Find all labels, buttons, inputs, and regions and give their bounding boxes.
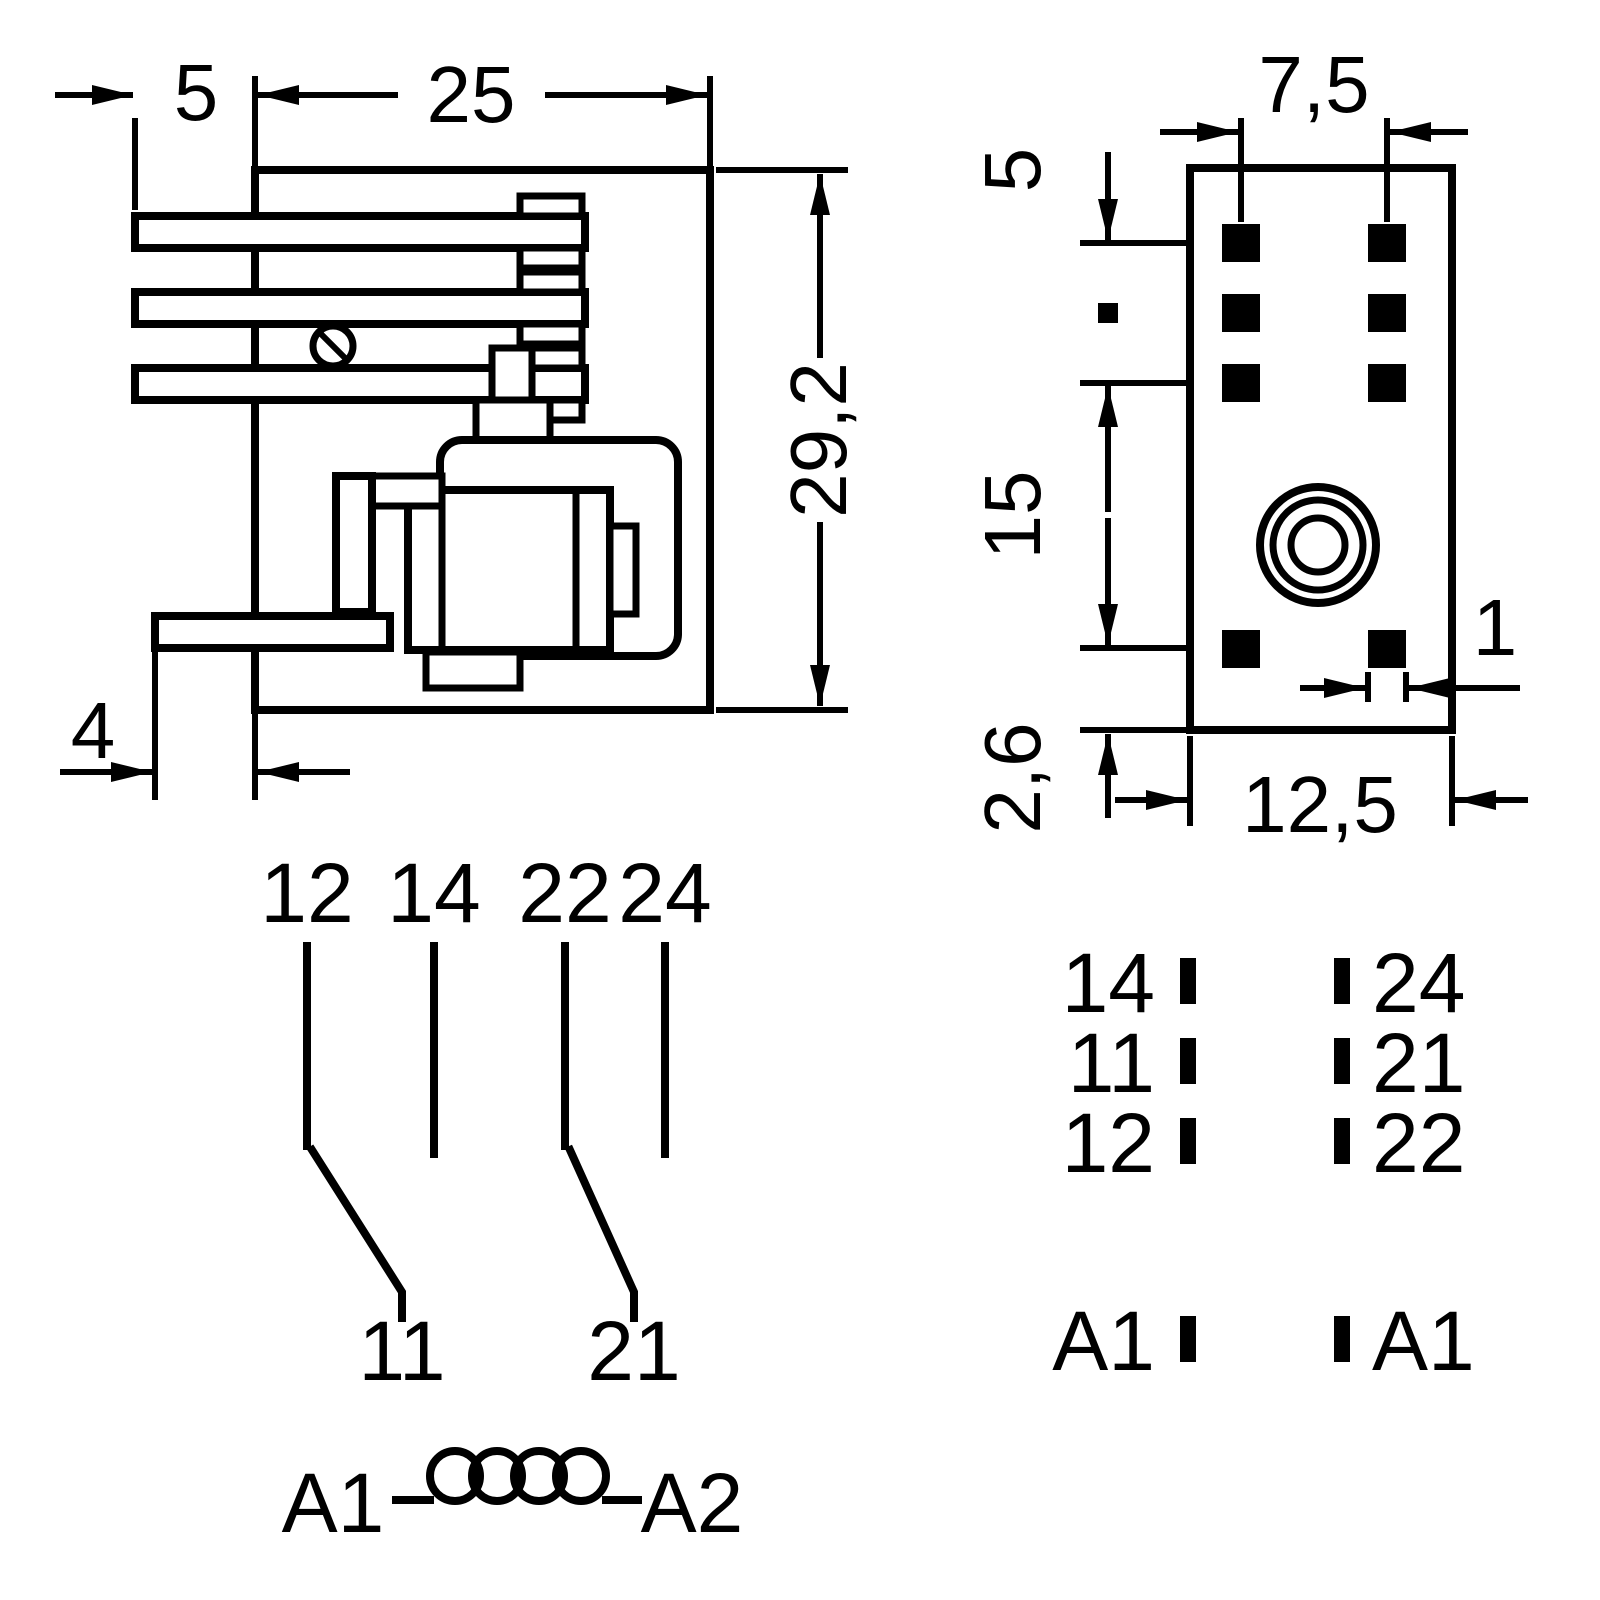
terminal-pin-1	[131, 212, 589, 252]
hole-ring-inner	[1287, 514, 1349, 576]
dim-label-footprint-width: 12,5	[1242, 760, 1398, 849]
terminal-label-11: 11	[358, 1304, 445, 1398]
pinout-left-a1: A1	[1052, 1294, 1155, 1388]
pin-mark	[1180, 1316, 1196, 1362]
pin-pad	[1368, 294, 1406, 332]
pin-pad	[1222, 224, 1260, 262]
bottom-view-dimensions: 7,5 5 15 2,6 12,5 1	[968, 40, 1528, 849]
dim-label-top-pin-offset: 5	[968, 148, 1057, 193]
dim-label-pin-protrusion-bottom: 4	[71, 686, 116, 775]
pin-pad	[1368, 224, 1406, 262]
dim-label-pin-column-spacing: 7,5	[1258, 40, 1369, 129]
pin-pad	[1368, 630, 1406, 668]
terminal-label-22: 22	[518, 846, 611, 940]
relay-side-view	[131, 166, 714, 714]
core-end	[606, 522, 640, 618]
contact-blade-1	[306, 1144, 406, 1322]
terminal-pin-2	[131, 288, 589, 328]
pinout-right-24: 24	[1372, 936, 1465, 1030]
pin-mark	[1334, 958, 1350, 1004]
coil-label-a1: A1	[282, 1456, 385, 1550]
pinout-right-22: 22	[1372, 1096, 1465, 1190]
pin-mark	[1334, 1038, 1350, 1084]
pin-mark	[1180, 1038, 1196, 1084]
coil-label-a2: A2	[641, 1456, 744, 1550]
terminal-label-12: 12	[260, 846, 353, 940]
coil-body	[404, 486, 614, 654]
dim-label-bottom-pin-offset: 2,6	[968, 722, 1057, 833]
pin-designation: 14 24 11 21 12 22 A1 A1	[1052, 936, 1475, 1388]
clamp-block	[516, 320, 586, 348]
dim-label-pin-width: 1	[1473, 583, 1518, 672]
pin-mark	[1180, 1118, 1196, 1164]
pinout-left-11: 11	[1068, 1016, 1155, 1110]
armature	[332, 472, 376, 616]
pinout-right-21: 21	[1372, 1016, 1465, 1110]
coil-symbol: A1 A2	[282, 1447, 744, 1550]
pinout-left-12: 12	[1062, 1096, 1155, 1190]
pin-pad	[1222, 294, 1260, 332]
relay-bottom-view	[1186, 164, 1456, 734]
armature-link	[368, 472, 446, 510]
contact-pusher-upper	[488, 344, 536, 406]
dim-tick	[1098, 303, 1118, 323]
coil-loop	[510, 1447, 568, 1505]
contact-blade-2	[564, 1144, 638, 1322]
dim-label-body-width: 25	[427, 50, 516, 139]
pin-mark	[1334, 1316, 1350, 1362]
pin-pad	[1222, 630, 1260, 668]
solder-pins	[1222, 224, 1406, 668]
coil-loop	[426, 1447, 484, 1505]
pin-mark	[1334, 1118, 1350, 1164]
side-view-dimensions: 5 25 29,2 4	[55, 48, 863, 800]
coil-loop	[552, 1447, 610, 1505]
contact-schematic: 12 14 22 24 11 21 A1 A2	[260, 846, 743, 1550]
pin-pad	[1222, 364, 1260, 402]
mounting-hole	[1256, 483, 1380, 607]
pinout-left-14: 14	[1062, 936, 1155, 1030]
terminal-label-24: 24	[618, 846, 711, 940]
relay-mechanism	[332, 344, 682, 692]
terminal-label-14: 14	[387, 846, 480, 940]
terminal-pin-lower	[151, 612, 394, 652]
extension-lines	[132, 76, 848, 800]
pinout-right-a1: A1	[1372, 1294, 1475, 1388]
screw-slot	[316, 329, 350, 363]
base-block	[422, 648, 524, 692]
dim-label-pin-protrusion-top: 5	[174, 48, 219, 137]
terminal-label-21: 21	[587, 1304, 680, 1398]
dim-label-body-height: 29,2	[774, 362, 863, 518]
extension-lines	[1080, 118, 1455, 826]
pin-mark	[1180, 958, 1196, 1004]
clamp-block	[516, 268, 586, 296]
pin-pad	[1368, 364, 1406, 402]
clamp-block	[516, 244, 586, 272]
dim-label-pin-row-span: 15	[968, 471, 1057, 560]
clamp-block	[516, 192, 586, 220]
coil-loop	[468, 1447, 526, 1505]
screw-icon	[309, 322, 357, 370]
